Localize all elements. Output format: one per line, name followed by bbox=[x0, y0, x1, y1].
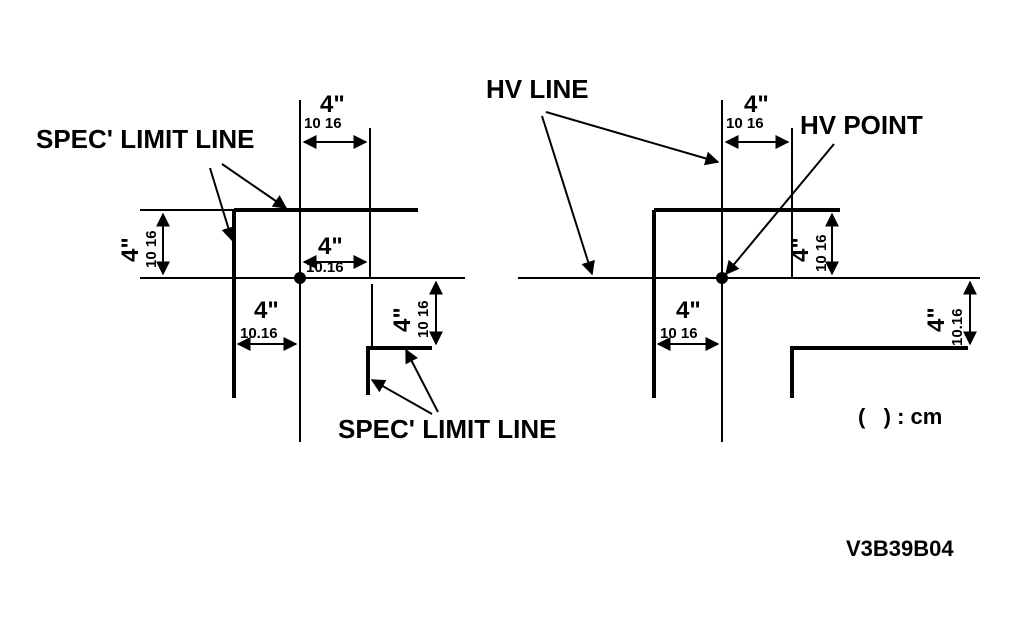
right-diagram: 4" 10 16 4" 10 16 4" 10 16 4" 10.16 HV L… bbox=[486, 74, 980, 442]
left-dim-bottom-cm: 10.16 bbox=[240, 325, 278, 342]
left-dim-right-inch: 4" bbox=[389, 307, 416, 332]
left-dim-right-cm: 10 16 bbox=[415, 300, 432, 338]
left-dim-center-inch: 4" bbox=[318, 233, 343, 260]
right-dim-edge-cm: 10.16 bbox=[949, 308, 966, 346]
spec-limit-bottom-leader-2 bbox=[405, 348, 439, 413]
spec-limit-top-leader-2 bbox=[221, 163, 288, 209]
left-diagram: 4" 10 16 4" 10 16 4" 10.16 4" 10.16 4" 1… bbox=[36, 91, 557, 444]
hv-line-label: HV LINE bbox=[486, 74, 589, 104]
right-dim-mid-inch: 4" bbox=[787, 237, 814, 262]
hv-point-label: HV POINT bbox=[800, 110, 923, 140]
hv-line-leader-2 bbox=[541, 115, 595, 276]
right-dim-top-cm: 10 16 bbox=[726, 115, 764, 132]
spec-limit-bottom-leader-1 bbox=[370, 379, 433, 415]
right-dim-bottom-inch: 4" bbox=[676, 297, 701, 324]
right-dim-bottom-cm: 10 16 bbox=[660, 325, 698, 342]
right-hv-point bbox=[716, 272, 728, 284]
right-dim-top-inch: 4" bbox=[744, 91, 769, 118]
right-dim-mid-cm: 10 16 bbox=[813, 234, 830, 272]
spec-limit-line-top-label: SPEC' LIMIT LINE bbox=[36, 124, 255, 154]
left-dim-bottom-inch: 4" bbox=[254, 297, 279, 324]
spec-limit-top-leader-1 bbox=[209, 167, 236, 242]
left-dim-left-inch: 4" bbox=[117, 237, 144, 262]
figure-code: V3B39B04 bbox=[846, 536, 954, 561]
left-dim-top-inch: 4" bbox=[320, 91, 345, 118]
left-dim-top-cm: 10 16 bbox=[304, 115, 342, 132]
spec-limit-line-bottom-label: SPEC' LIMIT LINE bbox=[338, 414, 557, 444]
unit-note: ( ) : cm bbox=[858, 404, 942, 429]
right-spec-limit-lower bbox=[790, 346, 968, 398]
left-dim-left-cm: 10 16 bbox=[143, 230, 160, 268]
hv-line-leader-1 bbox=[545, 111, 720, 166]
left-spec-limit-lower bbox=[366, 346, 432, 395]
left-hv-point bbox=[294, 272, 306, 284]
hv-point-leader bbox=[725, 143, 835, 276]
right-dim-edge-inch: 4" bbox=[923, 307, 950, 332]
